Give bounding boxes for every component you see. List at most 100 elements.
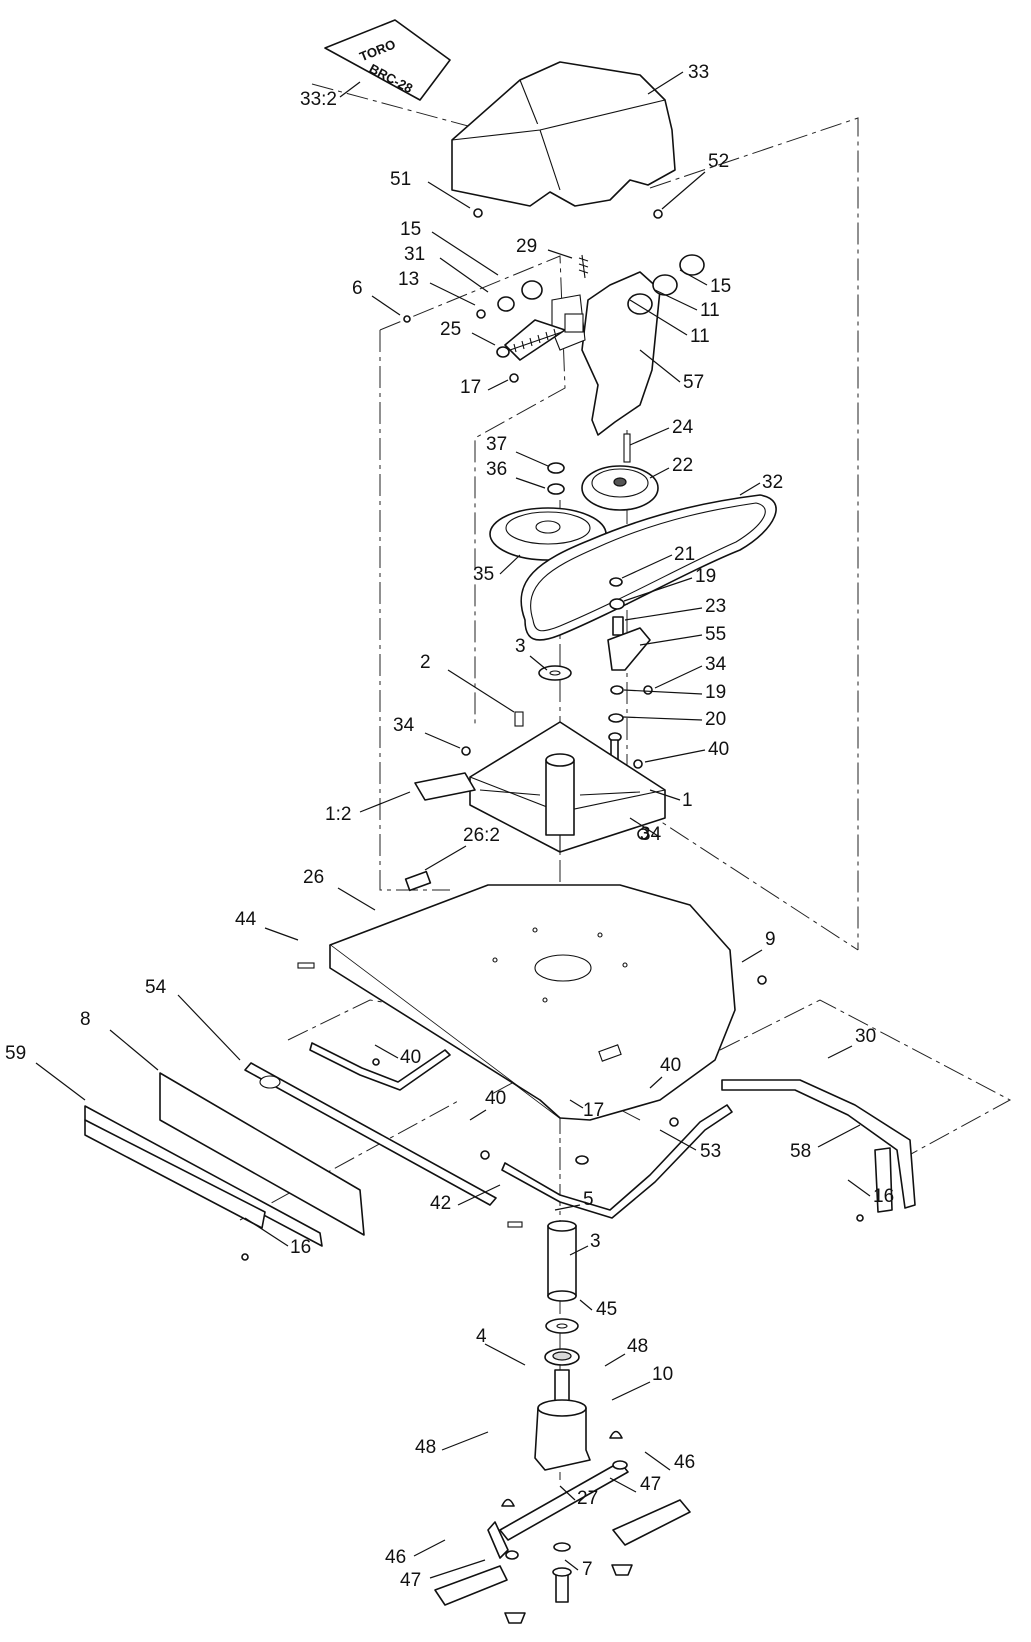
callout-label: 26:2	[463, 825, 500, 846]
callout-leader	[564, 1559, 579, 1571]
callout-label: 10	[652, 1364, 673, 1385]
callout-leader	[569, 1099, 584, 1109]
callout-leader	[817, 1124, 861, 1148]
callout-leader	[847, 1179, 871, 1197]
callout-label: 27	[577, 1488, 598, 1509]
callout-leader	[413, 1539, 446, 1557]
callout-label: 17	[460, 377, 481, 398]
bolt-51	[473, 208, 483, 218]
callout-label: 52	[708, 151, 729, 172]
callout-label: 35	[473, 564, 494, 585]
callout-label: 5	[583, 1189, 594, 1210]
callout-leader	[35, 1062, 86, 1101]
callout-label: 40	[400, 1047, 421, 1068]
callout-label: 16	[290, 1237, 311, 1258]
callout-leader	[429, 282, 476, 306]
belt-cover	[451, 61, 676, 207]
callout-leader	[609, 1477, 637, 1493]
callout-leader	[469, 1109, 487, 1121]
callout-label: 1:2	[325, 804, 351, 825]
callout-label: 34	[393, 715, 415, 736]
callout-leader	[484, 1343, 526, 1366]
callout-label: 26	[303, 867, 324, 888]
callout-leader	[244, 1217, 289, 1247]
callout-leader	[604, 1353, 626, 1367]
blade-assembly	[434, 1430, 691, 1624]
callout-leader	[623, 689, 703, 695]
callout-label: 51	[390, 169, 411, 190]
callout-label: 44	[235, 909, 257, 930]
callout-leader	[424, 845, 467, 871]
callout-label: 22	[672, 455, 693, 476]
callout-leader	[487, 379, 509, 391]
bolt-52	[653, 209, 663, 219]
callout-leader	[515, 477, 546, 489]
callout-label: 33	[688, 62, 709, 83]
callout-label: 30	[855, 1026, 876, 1047]
callout-leader	[629, 299, 688, 336]
callout-leader	[109, 1029, 159, 1071]
callout-label: 23	[705, 596, 726, 617]
decal-1-2	[414, 772, 476, 801]
callout-label: 8	[80, 1009, 91, 1030]
rear-rods	[241, 1042, 916, 1261]
callout-label: 40	[485, 1088, 506, 1109]
callout-label: 34	[640, 824, 662, 845]
callout-leader	[529, 655, 548, 671]
callout-label: 24	[672, 417, 694, 438]
callout-label: 36	[486, 459, 507, 480]
callout-leader	[431, 231, 499, 276]
callout-label: 19	[695, 566, 716, 587]
callout-leader	[457, 1184, 501, 1206]
callout-label: 15	[400, 219, 421, 240]
callout-leader	[661, 171, 706, 210]
callout-leader	[739, 482, 761, 496]
callout-leader	[623, 577, 693, 602]
frame-1	[461, 711, 666, 853]
callout-leader	[447, 669, 515, 713]
callout-label: 33:2	[300, 89, 337, 110]
callout-leader	[741, 949, 763, 963]
callout-leader	[547, 249, 573, 259]
callout-leader	[374, 1044, 399, 1059]
callout-leader	[339, 81, 361, 98]
callout-leader	[622, 716, 703, 721]
callout-leader	[659, 1129, 697, 1151]
callout-label: 4	[476, 1326, 487, 1347]
callout-leader	[624, 607, 703, 621]
callout-label: 3	[515, 636, 526, 657]
callout-label: 46	[385, 1547, 406, 1568]
callout-label: 9	[765, 929, 776, 950]
callout-leader	[649, 467, 670, 479]
callout-leader	[371, 295, 401, 316]
callout-leader	[264, 927, 299, 941]
callout-label: 7	[582, 1559, 593, 1580]
callout-leader	[644, 749, 706, 763]
callout-label: 11	[690, 326, 710, 347]
callout-leader	[471, 332, 496, 346]
callout-label: 2	[420, 652, 431, 673]
callout-label: 55	[705, 624, 726, 645]
callout-label: 1	[682, 790, 693, 811]
callout-leader	[441, 1431, 489, 1451]
callout-label: 34	[705, 654, 727, 675]
callout-leader	[654, 665, 703, 689]
callout-label: 11	[700, 300, 720, 321]
callout-label: 6	[352, 278, 363, 299]
callout-label: 48	[415, 1437, 436, 1458]
callout-leader	[654, 289, 698, 311]
idler-arm-assembly	[403, 254, 705, 436]
callout-label: 40	[708, 739, 729, 760]
callout-label: 13	[398, 269, 419, 290]
callout-label: 29	[516, 236, 537, 257]
callout-leader	[621, 554, 673, 579]
callout-leader	[649, 789, 681, 801]
mower-deck	[329, 884, 767, 1121]
callout-label: 31	[404, 244, 425, 265]
callout-leader	[647, 71, 684, 95]
front-rod-and-guards	[84, 962, 523, 1247]
callout-leader	[359, 791, 411, 813]
callout-leader	[679, 269, 708, 286]
